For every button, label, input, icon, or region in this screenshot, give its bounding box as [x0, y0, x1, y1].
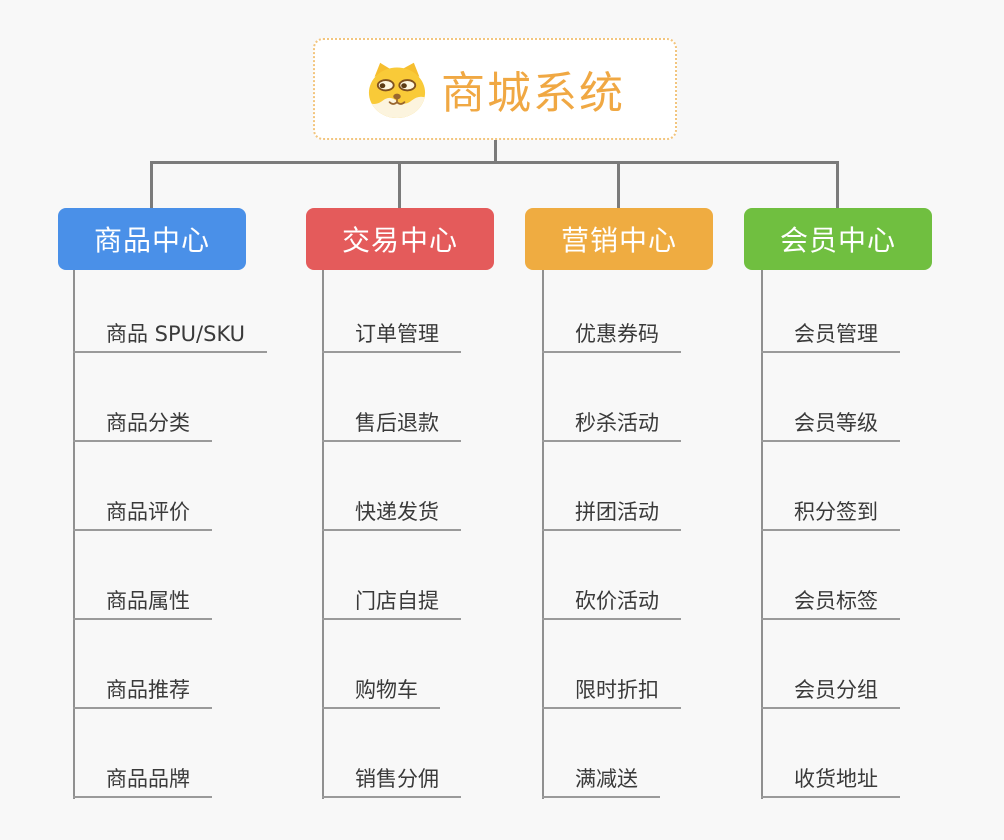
branch-line-trade: [322, 270, 324, 799]
branch-line-marketing: [542, 270, 544, 799]
shiba-dog-icon: [368, 62, 426, 118]
leaf-node[interactable]: 快递发货: [322, 487, 461, 531]
leaf-node[interactable]: 商品 SPU/SKU: [73, 309, 268, 353]
branch-node-member-center[interactable]: 会员中心: [744, 208, 932, 270]
leaf-node[interactable]: 订单管理: [322, 309, 461, 353]
root-title: 商城系统: [441, 68, 625, 119]
leaf-node[interactable]: 销售分佣: [322, 754, 461, 798]
root-node[interactable]: 商城系统: [313, 38, 677, 140]
branch-node-product-center[interactable]: 商品中心: [58, 208, 246, 270]
branch-node-marketing-center[interactable]: 营销中心: [525, 208, 713, 270]
leaf-node[interactable]: 商品推荐: [73, 665, 212, 709]
connector-stub-product: [150, 162, 153, 208]
leaf-node[interactable]: 商品评价: [73, 487, 212, 531]
leaf-node[interactable]: 满减送: [542, 754, 660, 798]
connector-stub-marketing: [617, 162, 620, 208]
leaf-node[interactable]: 积分签到: [761, 487, 900, 531]
leaf-node[interactable]: 商品属性: [73, 576, 212, 620]
leaf-node[interactable]: 拼团活动: [542, 487, 681, 531]
leaf-node[interactable]: 优惠券码: [542, 309, 681, 353]
leaf-node[interactable]: 会员分组: [761, 665, 900, 709]
leaf-node[interactable]: 购物车: [322, 665, 440, 709]
connector-stub-trade: [398, 162, 401, 208]
leaf-node[interactable]: 商品品牌: [73, 754, 212, 798]
leaf-node[interactable]: 门店自提: [322, 576, 461, 620]
leaf-node[interactable]: 会员等级: [761, 398, 900, 442]
connector-stub-member: [836, 162, 839, 208]
leaf-node[interactable]: 会员管理: [761, 309, 900, 353]
branch-line-product: [73, 270, 75, 799]
branch-node-trade-center[interactable]: 交易中心: [306, 208, 494, 270]
branch-line-member: [761, 270, 763, 799]
leaf-node[interactable]: 售后退款: [322, 398, 461, 442]
leaf-node[interactable]: 商品分类: [73, 398, 212, 442]
connector-root-drop: [494, 140, 497, 163]
leaf-node[interactable]: 秒杀活动: [542, 398, 681, 442]
connector-bus: [150, 161, 839, 164]
leaf-node[interactable]: 会员标签: [761, 576, 900, 620]
leaf-node[interactable]: 收货地址: [761, 754, 900, 798]
leaf-node[interactable]: 限时折扣: [542, 665, 681, 709]
leaf-node[interactable]: 砍价活动: [542, 576, 681, 620]
